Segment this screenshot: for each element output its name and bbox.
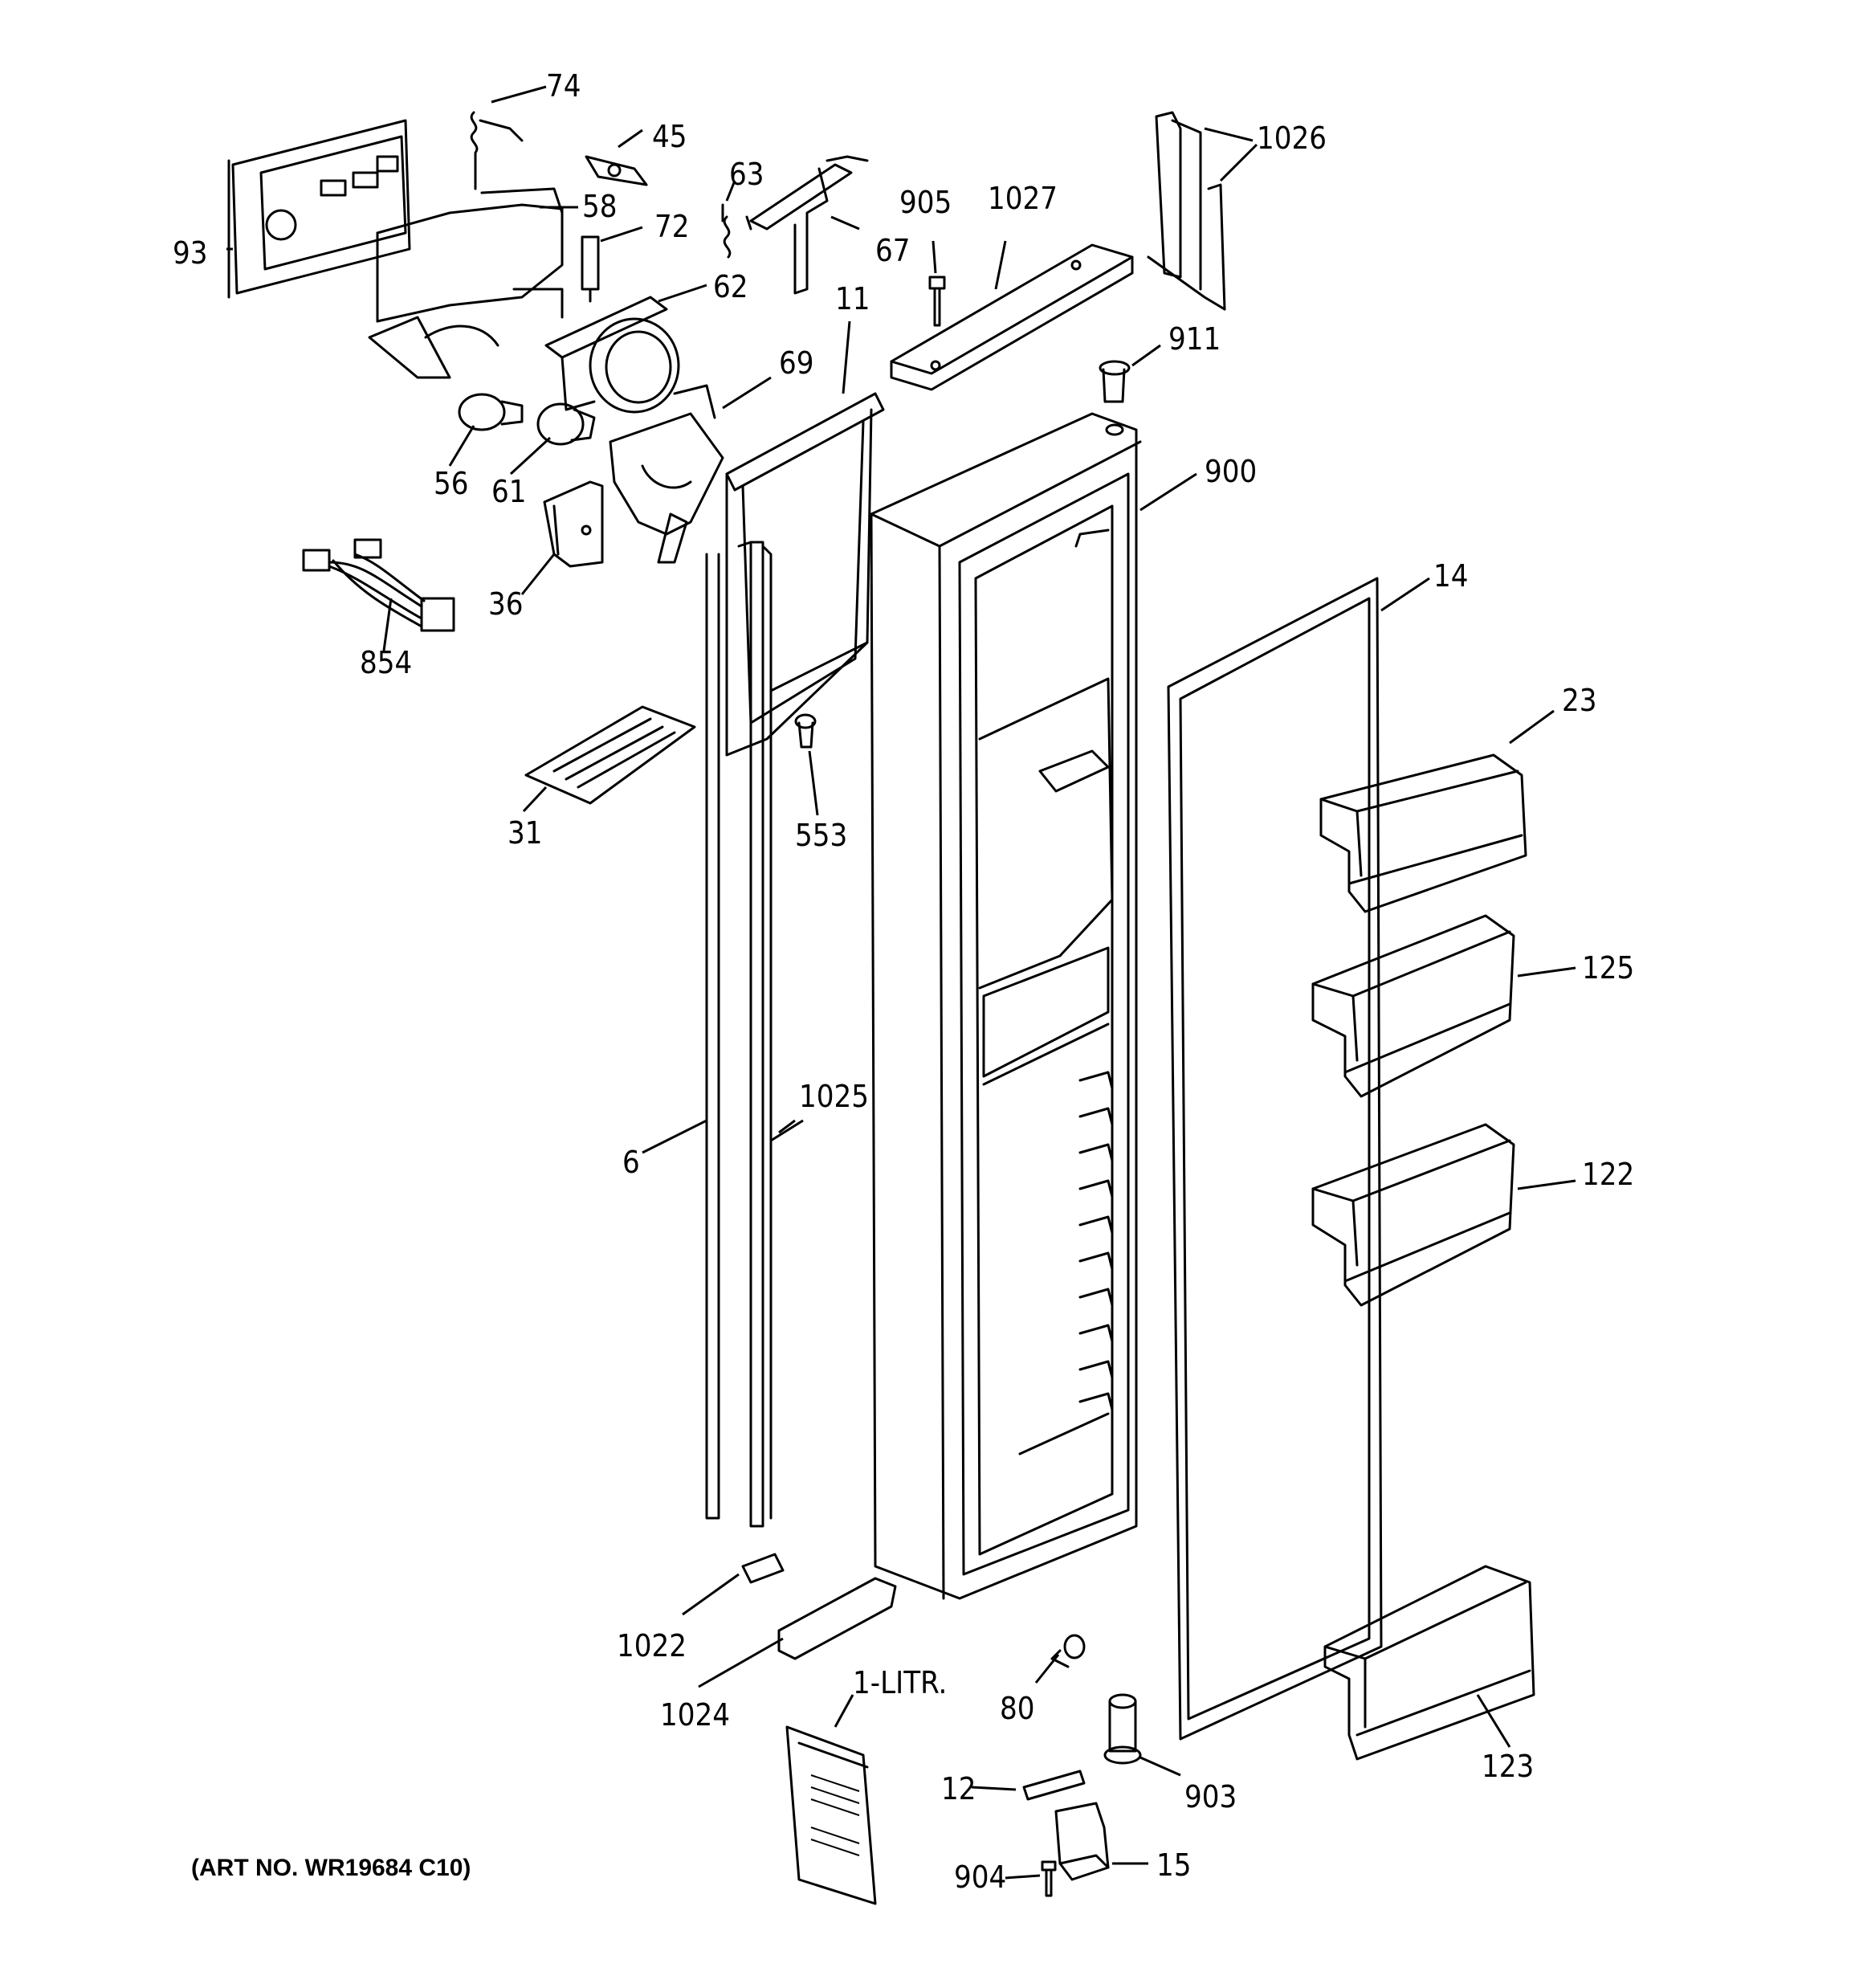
callout-69: 69: [779, 345, 814, 381]
callout-23: 23: [1562, 683, 1597, 718]
part-45-gasket: [585, 155, 648, 186]
part-67-bracket: [745, 155, 869, 295]
part-6-tube: [705, 553, 720, 1520]
callout-45: 45: [652, 119, 687, 154]
part-904-screw: [1041, 1860, 1057, 1897]
callout-31: 31: [508, 815, 543, 851]
callout-854: 854: [360, 645, 412, 680]
part-63-spring: [721, 203, 732, 259]
callout-6: 6: [622, 1145, 640, 1180]
callout-14: 14: [1433, 558, 1469, 594]
part-11-frame: [725, 392, 885, 757]
part-1025-channel: [737, 541, 773, 1528]
part-903-pin: [1103, 1693, 1142, 1765]
callout-123: 123: [1482, 1749, 1534, 1784]
part-12-shim: [1022, 1770, 1086, 1801]
callout-1027: 1027: [988, 181, 1058, 216]
callout-80: 80: [1000, 1691, 1035, 1726]
part-123-bin: [1323, 1565, 1535, 1761]
part-93-control-panel: [227, 119, 411, 299]
part-14-gasket: [1167, 577, 1383, 1741]
callout-15: 15: [1156, 1847, 1192, 1883]
callout-122: 122: [1582, 1157, 1634, 1192]
part-72-switch: [581, 235, 600, 303]
callout-905: 905: [899, 185, 952, 220]
callout-1025: 1025: [799, 1079, 869, 1114]
part-69-chute: [609, 384, 724, 564]
part-74-spring: [470, 111, 524, 190]
part-1022-clip: [741, 1553, 785, 1584]
part-911-bushing: [1099, 360, 1131, 403]
door-shelf-hooks: [1078, 1071, 1114, 1411]
part-58-housing: [368, 187, 564, 379]
callout-911: 911: [1168, 321, 1221, 357]
part-125-bin: [1311, 914, 1515, 1098]
part-854-harness: [302, 538, 455, 632]
part-62-chute-ring: [544, 296, 680, 414]
callout-72: 72: [654, 209, 690, 244]
callout-1022: 1022: [617, 1628, 687, 1663]
part-1026-trim: [1147, 111, 1226, 311]
callout-36: 36: [488, 586, 524, 622]
part-61-socket: [536, 402, 596, 446]
callout-903: 903: [1184, 1779, 1237, 1815]
callout-1-litr: 1-LITR.: [853, 1665, 947, 1700]
callout-11: 11: [835, 281, 870, 316]
part-122-bin: [1311, 1123, 1515, 1307]
part-23-bin: [1319, 753, 1527, 913]
part-56-bulb: [458, 393, 524, 431]
callout-904: 904: [954, 1859, 1006, 1895]
callout-1026: 1026: [1257, 120, 1327, 156]
callout-67: 67: [875, 233, 911, 268]
part-80-plug: [1050, 1634, 1086, 1668]
leader-lines: [226, 85, 1576, 1880]
callout-56: 56: [434, 466, 469, 501]
callout-12: 12: [941, 1771, 976, 1806]
part-1027-trim: [890, 243, 1134, 391]
callout-62: 62: [713, 269, 748, 304]
callout-labels: 74 45 63 58 72 67 905 1027 1026 93 62 11…: [173, 68, 1634, 1895]
part-15-hinge: [1054, 1802, 1110, 1881]
callout-61: 61: [491, 474, 527, 509]
part-905-screw: [928, 276, 946, 327]
part-31-grille: [524, 705, 696, 805]
art-number: (ART NO. WR19684 C10): [191, 1855, 471, 1881]
callout-74: 74: [546, 68, 581, 104]
part-1024-bracket: [777, 1577, 897, 1660]
part-553-plug: [794, 713, 817, 749]
part-1litr-literature: [785, 1725, 877, 1905]
callout-900: 900: [1205, 454, 1257, 489]
callout-63: 63: [729, 157, 764, 192]
callout-553: 553: [795, 818, 847, 853]
callout-58: 58: [582, 189, 618, 224]
callout-1024: 1024: [660, 1697, 730, 1733]
callout-125: 125: [1582, 950, 1634, 986]
part-900-door: [870, 412, 1142, 1600]
callout-93: 93: [173, 235, 208, 271]
